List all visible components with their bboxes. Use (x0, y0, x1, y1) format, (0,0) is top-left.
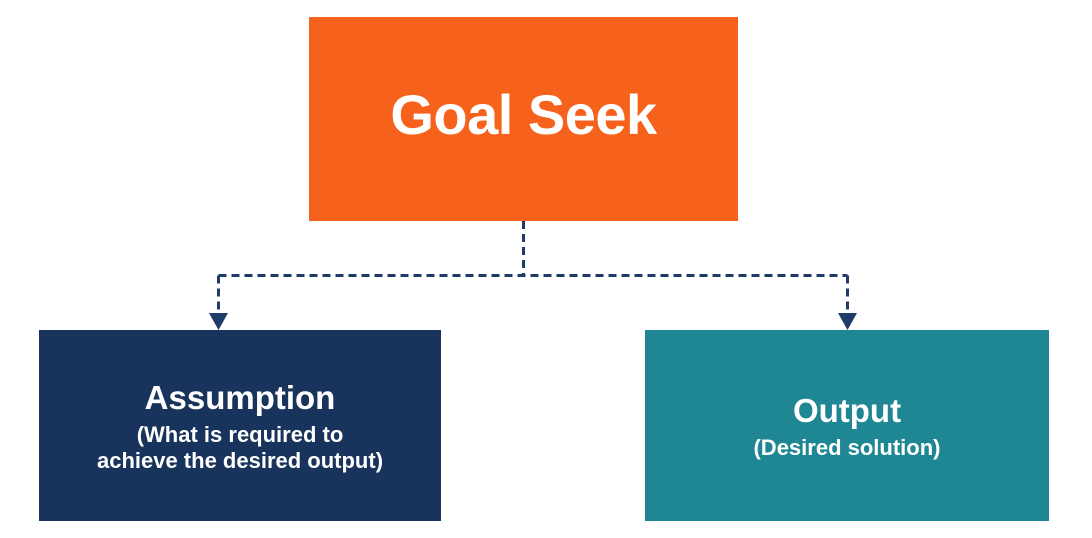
assumption-box: Assumption (What is required to achieve … (39, 330, 441, 521)
arrowhead-down-left-icon (209, 313, 228, 330)
output-box: Output (Desired solution) (645, 330, 1049, 521)
assumption-title: Assumption (144, 378, 336, 416)
assumption-subtitle-line-2: achieve the desired output) (96, 447, 384, 473)
goal-seek-box: Goal Seek (309, 17, 738, 221)
assumption-subtitle-line-1: (What is required to (136, 421, 344, 447)
output-subtitle: (Desired solution) (753, 434, 941, 460)
arrowhead-down-right-icon (838, 313, 857, 330)
goal-seek-label: Goal Seek (390, 83, 657, 146)
output-title: Output (792, 391, 902, 429)
